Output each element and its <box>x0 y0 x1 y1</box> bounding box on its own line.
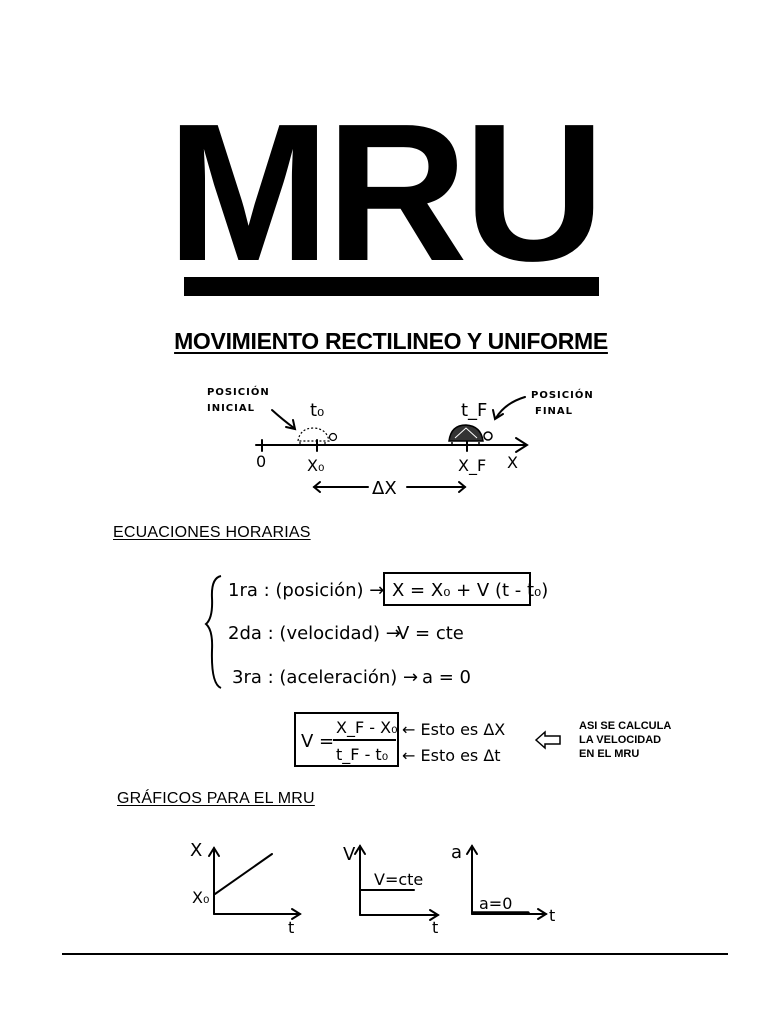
final-pointer-arrow <box>495 396 526 419</box>
velocity-denominator: t_F - t₀ <box>336 745 388 765</box>
left-arrow-icon <box>534 730 561 750</box>
final-label-line2: FINAL <box>535 406 573 417</box>
third-equation-formula: a = 0 <box>422 667 471 688</box>
g1-intercept-label: X₀ <box>192 888 209 907</box>
g2-y-label: V <box>343 844 356 865</box>
page-subtitle: MOVIMIENTO RECTILINEO Y UNIFORME <box>174 328 608 354</box>
title-underline-bar <box>184 277 599 296</box>
initial-pointer-arrow <box>271 409 295 429</box>
numerator-note: ← Esto es ΔX <box>402 720 505 739</box>
page-title: MRU <box>166 83 605 302</box>
footer-rule <box>62 953 728 955</box>
third-equation-label: 3ra : (aceleración) → <box>232 667 418 688</box>
x-axis-arrow <box>515 437 529 453</box>
velocity-callout: ASI SE CALCULA LA VELOCIDAD EN EL MRU <box>579 720 672 760</box>
g3-y-label: a <box>451 842 462 863</box>
g1-x-label: t <box>288 918 294 937</box>
g1-y-label: X <box>190 840 202 861</box>
g3-x-label: t <box>549 906 555 925</box>
g2-x-label: t <box>432 918 438 937</box>
graphs-heading: GRÁFICOS PARA EL MRU <box>117 790 315 807</box>
second-equation-formula: V = cte <box>397 623 464 644</box>
denominator-note: ← Esto es Δt <box>402 746 501 765</box>
velocity-numerator: X_F - X₀ <box>336 718 397 738</box>
second-equation-label: 2da : (velocidad) → <box>228 623 401 644</box>
initial-label-line1: POSICIÓN <box>207 385 270 398</box>
tf-label: t_F <box>461 400 487 421</box>
x0-label: X₀ <box>307 456 324 475</box>
first-formula-box <box>383 572 531 606</box>
delta-x-label: ΔX <box>372 478 397 499</box>
velocity-lhs: V = <box>301 731 334 752</box>
axis-label: X <box>507 453 518 472</box>
t0-label: t₀ <box>310 400 324 421</box>
g1-position-line <box>214 853 273 895</box>
equations-heading: ECUACIONES HORARIAS <box>113 524 311 541</box>
first-equation-formula: X = X₀ + V (t - t₀) <box>392 580 548 601</box>
xf-label: X_F <box>458 456 486 476</box>
velocity-formula-box <box>294 712 399 767</box>
equation-brace <box>204 575 222 689</box>
origin-label: 0 <box>256 452 266 471</box>
final-label-line1: POSICIÓN <box>531 388 594 401</box>
g2-line-label: V=cte <box>374 870 423 889</box>
first-equation-label: 1ra : (posición) → <box>228 580 384 601</box>
initial-turtle-icon <box>297 427 338 445</box>
initial-label-line2: INICIAL <box>207 403 255 414</box>
g3-line-label: a=0 <box>479 894 512 913</box>
final-turtle-icon <box>448 424 493 446</box>
